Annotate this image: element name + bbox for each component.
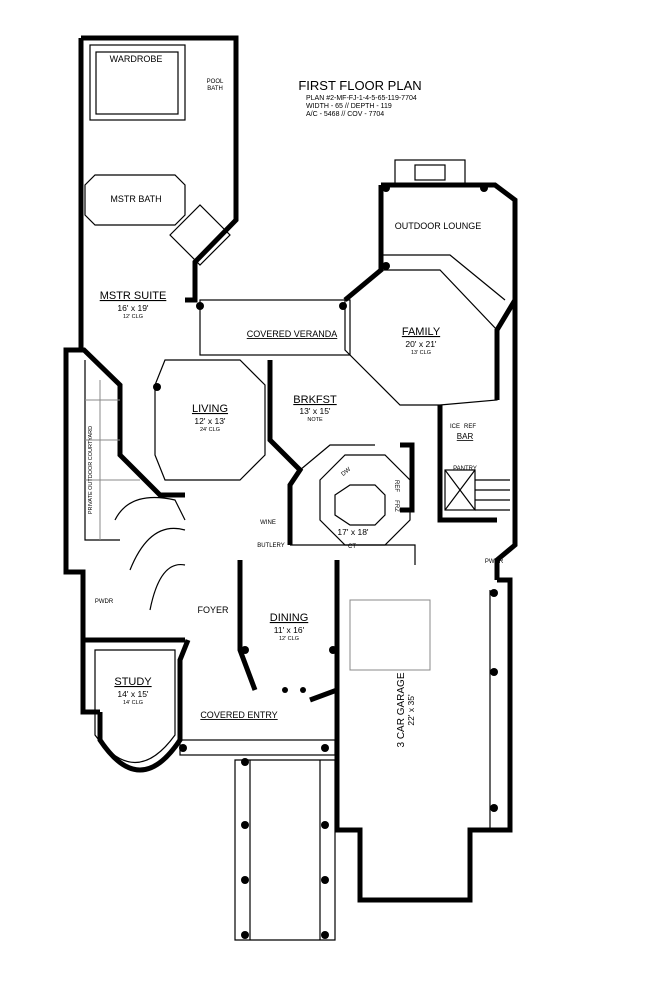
kitchen-frz: FRZ [393,500,399,512]
brkfst-note: NOTE [307,417,323,423]
room-dining: DINING [270,612,309,624]
plan-dimensions: WIDTH - 65 // DEPTH - 119 [306,103,392,110]
room-pwdr-left: PWDR [95,599,114,605]
columns [153,184,498,939]
room-pool-bath: POOL [207,79,224,85]
living-dim: 12' x 13' [194,416,226,426]
interior-lines [84,44,510,941]
kitchen-dim: 17' x 18' [337,527,369,537]
room-wardrobe: WARDROBE [110,54,163,64]
room-mstr-suite: MSTR SUITE [100,290,167,302]
room-garage: 3 CAR GARAGE [396,672,407,747]
room-mstr-bath: MSTR BATH [110,194,161,204]
room-courtyard: PRIVATE OUTDOOR COURTYARD [88,426,94,514]
family-dim: 20' x 21' [405,339,437,349]
plan-title: FIRST FLOOR PLAN [298,78,421,93]
room-pantry: PANTRY [453,466,477,472]
study-clg: 14' CLG [123,700,143,706]
mstr-suite-dim: 16' x 19' [117,303,149,313]
bar-ref: REF [464,424,476,430]
room-brkfst: BRKFST [293,394,337,406]
mstr-suite-clg: 12' CLG [123,314,143,320]
kitchen-ref: REF [393,480,399,492]
dining-clg: 12' CLG [279,636,299,642]
kitchen-dw: DW [341,467,353,478]
room-pwdr-right: PWDR [485,559,504,565]
dining-dim: 11' x 16' [274,625,305,635]
garage-dim: 22' x 35' [406,694,416,726]
plan-area: A/C - 5468 // COV - 7704 [306,111,384,118]
room-bar: BAR [457,432,474,441]
bar-ice: ICE [450,424,460,430]
room-butlery: BUTLERY [257,543,285,549]
room-covered-entry: COVERED ENTRY [200,710,277,720]
living-clg: 24' CLG [200,427,220,433]
room-foyer: FOYER [197,605,229,615]
room-study: STUDY [114,676,152,688]
room-wine: WINE [260,520,276,526]
plan-number: PLAN #2-MF-FJ-1-4-5-65-119-7704 [306,95,417,102]
study-dim: 14' x 15' [117,689,149,699]
room-outdoor-lounge: OUTDOOR LOUNGE [395,221,482,231]
family-clg: 13' CLG [411,350,431,356]
room-pool-bath-2: BATH [207,86,223,92]
room-living: LIVING [192,403,228,415]
kitchen-ct: CT [348,544,356,550]
room-family: FAMILY [402,326,441,338]
exterior-walls [63,35,518,903]
brkfst-dim: 13' x 15' [299,406,331,416]
room-covered-veranda: COVERED VERANDA [247,329,338,339]
